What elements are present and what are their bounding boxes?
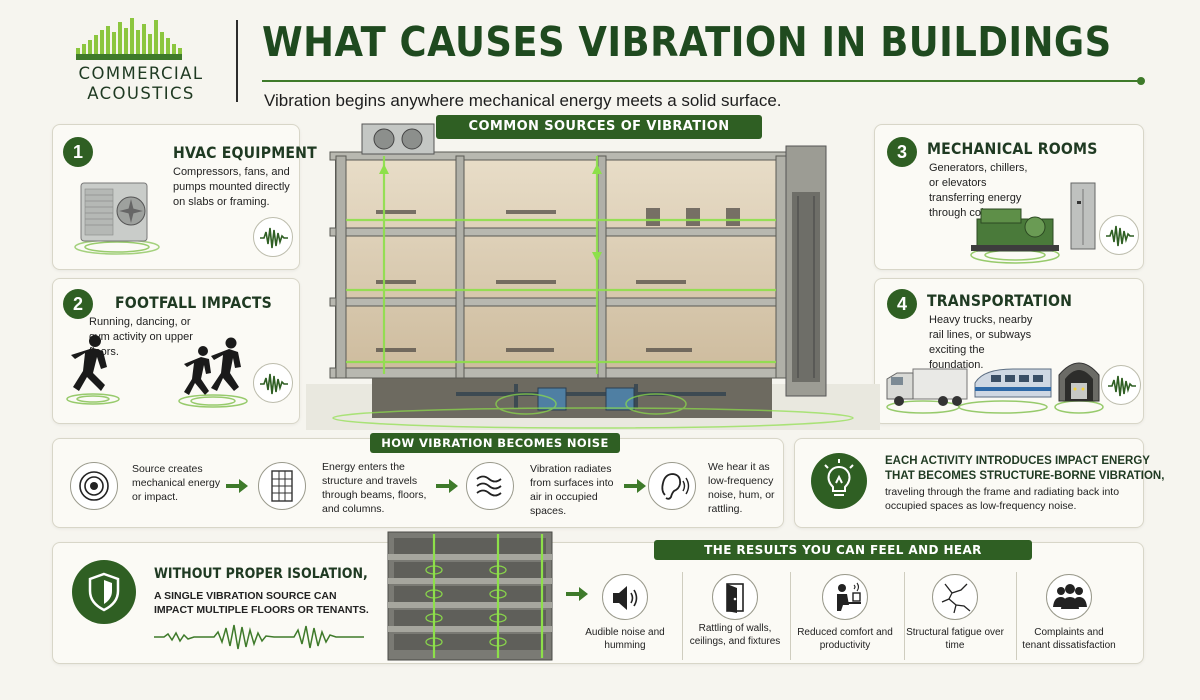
source-number: 1: [63, 137, 93, 167]
source-number: 4: [887, 289, 917, 319]
process-step-text: Energy enters the structure and travels …: [322, 461, 427, 515]
source-title: FOOTFALL IMPACTS: [115, 293, 272, 312]
vibration-wave-icon: [1099, 215, 1139, 255]
arrow-right-icon: [436, 479, 458, 493]
page-title: WHAT CAUSES VIBRATION IN BUILDINGS: [262, 18, 1112, 66]
result-divider: [790, 572, 791, 660]
process-step-text: We hear it as low-frequency noise, hum, …: [708, 461, 775, 515]
vibration-wave-icon: [1101, 365, 1141, 405]
source-number: 3: [887, 137, 917, 167]
impact-energy-callout: EACH ACTIVITY INTRODUCES IMPACT ENERGY T…: [794, 438, 1164, 528]
crack-icon: [932, 574, 978, 620]
center-section-label: COMMON SOURCES OF VIBRATION: [436, 115, 762, 139]
result-text: Reduced comfort and productivity: [797, 627, 893, 651]
page-subtitle: Vibration begins anywhere mechanical ene…: [264, 91, 782, 110]
title-underline: [262, 80, 1142, 82]
result-divider: [1016, 572, 1017, 660]
vibration-waveform-icon: [154, 624, 364, 650]
source-description: Running, dancing, or gym activity on upp…: [89, 316, 193, 358]
arrow-right-icon: [566, 587, 588, 601]
result-divider: [682, 572, 683, 660]
result-text: Structural fatigue over time: [906, 627, 1004, 651]
speaker-icon: [602, 574, 648, 620]
waves-icon: [466, 462, 514, 510]
results-section-label: THE RESULTS YOU CAN FEEL AND HEAR: [654, 540, 1032, 560]
building-cross-section-illustration: [306, 123, 880, 430]
brand-name-line2: ACOUSTICS: [87, 84, 195, 103]
brand-logo: COMMERCIAL ACOUSTICS: [56, 18, 226, 103]
source-title: HVAC EQUIPMENT: [173, 143, 317, 162]
ear-icon: [648, 462, 696, 510]
source-description: Heavy trucks, nearby rail lines, or subw…: [929, 314, 1033, 371]
source-title: MECHANICAL ROOMS: [927, 139, 1098, 158]
runners-icon: [66, 335, 248, 408]
worker-desk-icon: [822, 574, 868, 620]
isolation-description: A SINGLE VIBRATION SOURCE CAN IMPACT MUL…: [154, 590, 369, 616]
process-step-text: Vibration radiates from surfaces into ai…: [530, 463, 614, 517]
brand-name-line1: COMMERCIAL: [78, 64, 204, 83]
door-icon: [712, 574, 758, 620]
source-card-transportation: 4 TRANSPORTATION Heavy trucks, nearby ra…: [874, 278, 1144, 424]
vibration-wave-icon: [253, 363, 293, 403]
generator-icon: [970, 182, 1096, 264]
building-frame-icon: [258, 462, 306, 510]
process-section-label: HOW VIBRATION BECOMES NOISE: [370, 433, 620, 453]
result-text: Complaints and tenant dissatisfaction: [1022, 627, 1116, 651]
title-underline-dot: [1137, 77, 1145, 85]
source-description: Compressors, fans, and pumps mounted dir…: [173, 166, 290, 208]
impact-description: traveling through the frame and radiatin…: [885, 486, 1120, 512]
source-card-mechanical-rooms: 3 MECHANICAL ROOMS Generators, chillers,…: [874, 124, 1144, 270]
truck-train-icon: [886, 362, 1104, 414]
source-title: TRANSPORTATION: [927, 291, 1073, 310]
arrow-right-icon: [226, 479, 248, 493]
shield-icon: [72, 560, 136, 624]
vibration-wave-icon: [253, 217, 293, 257]
result-text: Rattling of walls, ceilings, and fixture…: [689, 623, 781, 647]
people-group-icon: [1046, 574, 1092, 620]
arrow-right-icon: [624, 479, 646, 493]
source-number: 2: [63, 289, 93, 319]
process-step-text: Source creates mechanical energy or impa…: [132, 463, 221, 503]
impact-headline-line2: THAT BECOMES STRUCTURE-BORNE VIBRATION,: [885, 470, 1165, 482]
header-divider: [236, 20, 238, 102]
equalizer-logo-icon: [76, 18, 182, 60]
target-rings-icon: [70, 462, 118, 510]
isolation-title: WITHOUT PROPER ISOLATION,: [154, 566, 368, 582]
hvac-unit-icon: [74, 182, 160, 255]
impact-headline-line1: EACH ACTIVITY INTRODUCES IMPACT ENERGY: [885, 455, 1150, 467]
source-card-hvac: 1 HVAC EQUIPMENT Compressors, fans, and …: [52, 124, 317, 270]
result-divider: [904, 572, 905, 660]
result-text: Audible noise and humming: [585, 627, 665, 651]
source-card-footfall: 2 FOOTFALL IMPACTS Running, dancing, or …: [52, 278, 300, 424]
lightbulb-icon: [811, 453, 867, 509]
multi-floor-building-icon: [387, 531, 553, 661]
